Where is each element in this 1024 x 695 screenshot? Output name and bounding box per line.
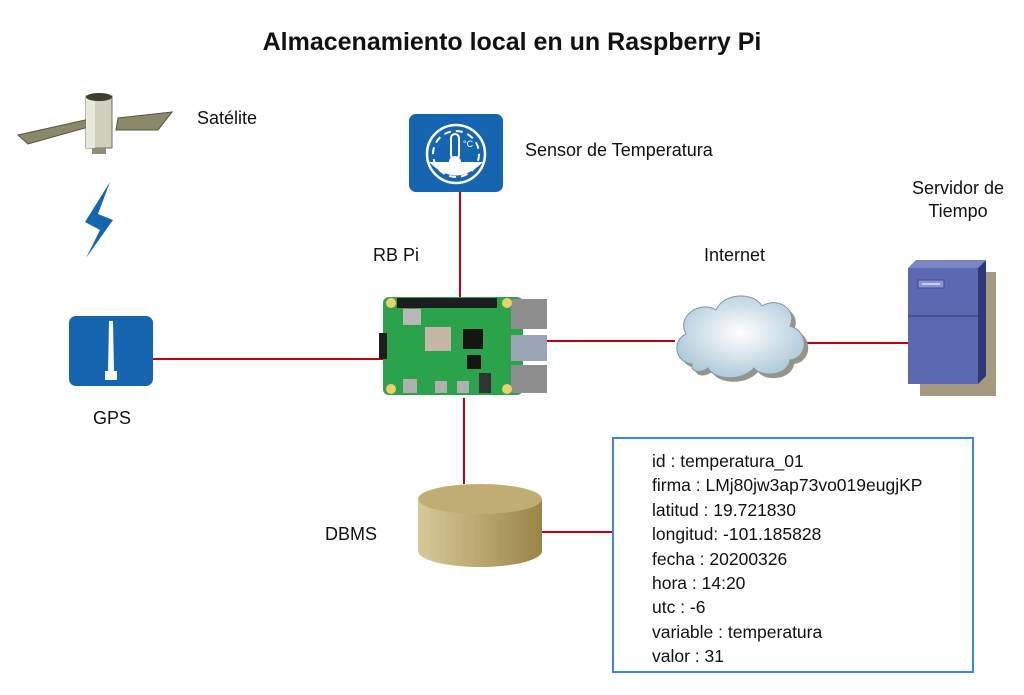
connector-rpi-internet: [545, 340, 675, 342]
record-field-latitud: latitud : 19.721830: [652, 499, 797, 520]
record-field-longitud: longitud: -101.185828: [652, 524, 822, 545]
server-tower-icon: [908, 260, 996, 396]
gps-antenna-icon: [69, 316, 153, 386]
record-field-fecha: fecha : 20200326: [652, 548, 788, 569]
data-record-box: id : temperatura_01 firma : LMj80jw3ap73…: [612, 437, 974, 673]
time-server-label-line2: Tiempo: [928, 201, 988, 221]
time-server-label-line1: Servidor de: [911, 178, 1005, 198]
satellite-icon: [16, 93, 174, 154]
satellite-label: Satélite: [197, 108, 258, 128]
connector-rpi-dbms: [463, 398, 465, 484]
record-field-id: id : temperatura_01: [652, 451, 804, 471]
record-fields-list: id : temperatura_01 firma : LMj80jw3ap73…: [614, 439, 972, 669]
lightning-bolt-icon: [85, 182, 113, 258]
internet-label: Internet: [704, 245, 766, 265]
connector-internet-server: [806, 342, 908, 344]
gps-label: GPS: [93, 408, 132, 428]
connector-dbms-record: [540, 531, 612, 533]
record-field-firma: firma : LMj80jw3ap73vo019eugjKP: [652, 475, 923, 496]
diagram-title: Almacenamiento local en un Raspberry Pi: [262, 28, 762, 56]
record-field-variable: variable : temperatura: [652, 621, 823, 642]
database-cylinder-icon: [418, 484, 542, 567]
cloud-icon: [676, 295, 809, 382]
record-field-utc: utc : -6: [652, 597, 706, 618]
svg-text:°C: °C: [463, 139, 474, 149]
thermometer-gauge-icon: °C: [409, 114, 503, 192]
record-field-valor: valor : 31: [652, 646, 724, 667]
record-field-hora: hora : 14:20: [652, 573, 746, 594]
connector-gps-rpi: [152, 358, 388, 360]
dbms-label: DBMS: [325, 524, 378, 544]
raspberry-pi-board-icon: [379, 297, 547, 395]
sensor-label: Sensor de Temperatura: [525, 140, 713, 160]
time-server-label: Servidor de Tiempo: [903, 178, 1013, 222]
rpi-label: RB Pi: [373, 245, 420, 265]
connector-sensor-rpi: [459, 190, 461, 300]
